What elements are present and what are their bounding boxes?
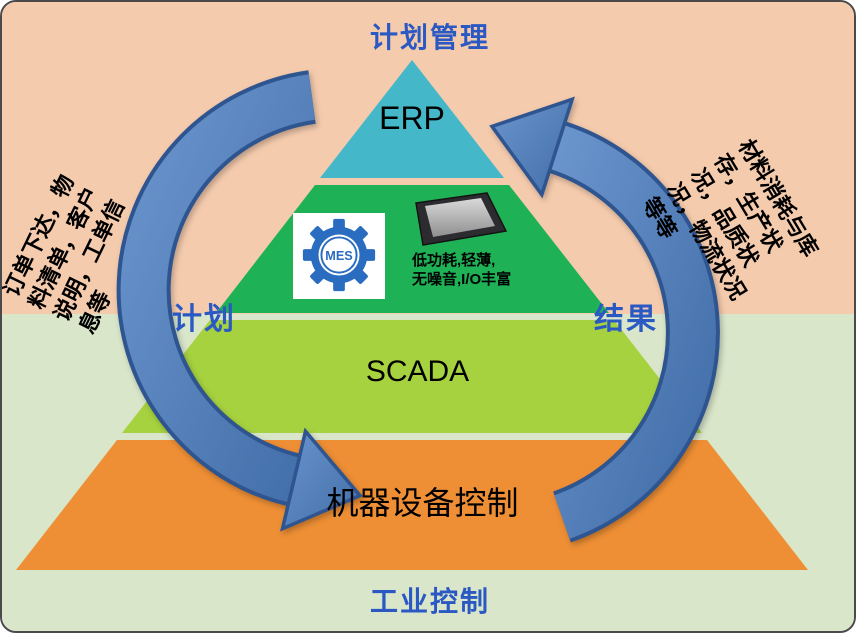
top-title: 计划管理 bbox=[369, 22, 490, 53]
device-caption-line2: 无噪音,I/O丰富 bbox=[412, 270, 512, 288]
machine-control-label: 机器设备控制 bbox=[326, 484, 519, 522]
device-caption-line1: 低功耗,轻薄, bbox=[412, 252, 496, 269]
bottom-title: 工业控制 bbox=[369, 586, 490, 617]
cycle-label-plan: 计划 bbox=[172, 303, 236, 336]
cycle-label-result: 结果 bbox=[594, 303, 658, 336]
right-arrow-head bbox=[489, 96, 575, 199]
mes-gear-icon: MES bbox=[302, 218, 376, 292]
left-arrow-head bbox=[280, 427, 363, 532]
erp-layer-shape bbox=[320, 60, 504, 178]
erp-layer-label: ERP bbox=[379, 100, 445, 136]
device-caption: 低功耗,轻薄, 无噪音,I/O丰富 bbox=[412, 252, 511, 290]
left-arrow-body bbox=[120, 74, 316, 503]
right-arrow-body bbox=[549, 125, 716, 539]
scada-layer-shape bbox=[122, 320, 702, 433]
laptop-device-image bbox=[415, 192, 508, 246]
mes-logo-box: MES bbox=[293, 213, 385, 299]
scada-layer-label: SCADA bbox=[365, 355, 470, 388]
mes-logo-text: MES bbox=[325, 249, 353, 263]
laptop-screen-shape bbox=[425, 198, 495, 237]
